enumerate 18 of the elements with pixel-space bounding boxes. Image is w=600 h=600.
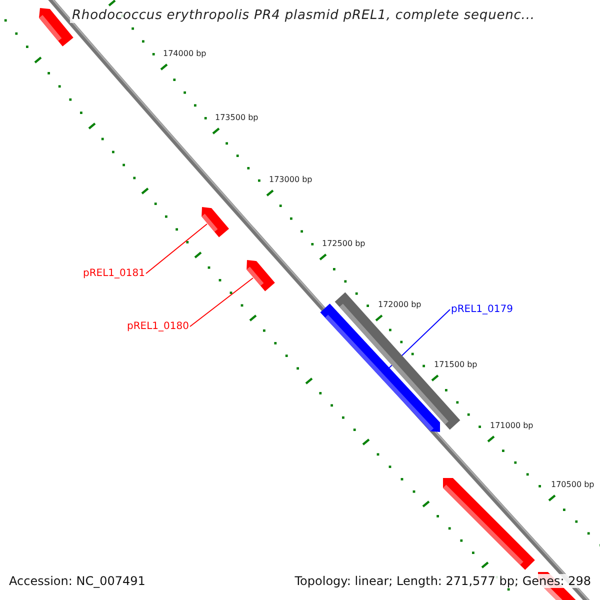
scale-label: 171500 bp (434, 360, 478, 369)
scale-label: 172500 bp (322, 239, 366, 248)
accession-text: Accession: NC_007491 (9, 574, 146, 588)
gene-arrow (246, 260, 275, 292)
gene-label: pREL1_0181 (83, 268, 145, 279)
scale-label: 173500 bp (215, 113, 258, 122)
scale-label: 171000 bp (490, 421, 534, 430)
gene-label: pREL1_0179 (451, 304, 513, 315)
leader-line (190, 278, 254, 327)
scale-label: 170500 bp (551, 480, 594, 489)
leader-line (388, 309, 450, 368)
scale-label: 173000 bp (269, 175, 312, 184)
gene-label: pREL1_0180 (127, 321, 189, 332)
scale-label: 172000 bp (378, 300, 422, 309)
gene-arrow (202, 207, 229, 238)
summary-text: Topology: linear; Length: 271,577 bp; Genes: 298 (294, 574, 591, 588)
scale-label: 174000 bp (163, 49, 206, 58)
leader-line (146, 224, 208, 274)
